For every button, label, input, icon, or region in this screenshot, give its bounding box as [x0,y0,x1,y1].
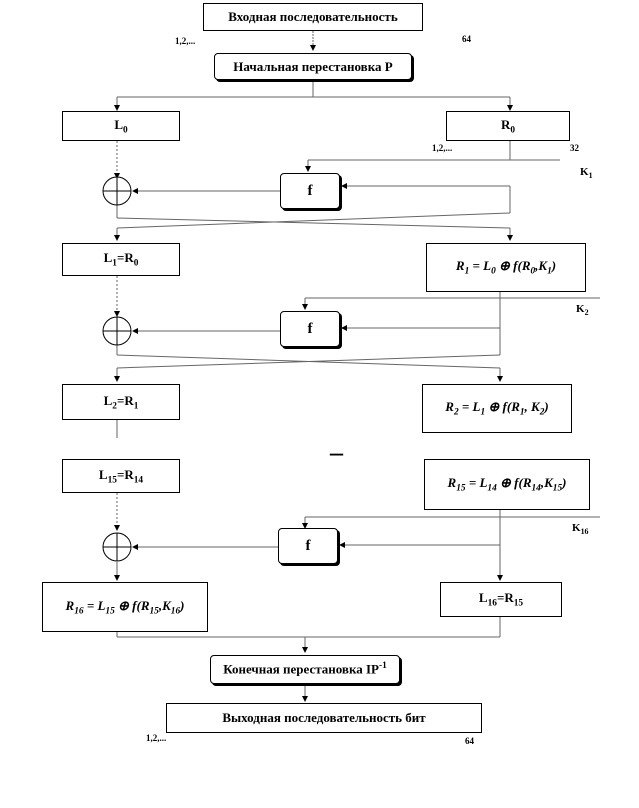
r1-formula: R1 = L0 ⊕ f(R0,K1) [455,258,557,277]
mid-range-start: 1,2,... [432,143,453,153]
input-sequence-label: Входная последовательность [228,9,398,24]
final-permutation-box: Конечная перестановка IP-1 [210,655,400,684]
bottom-range-end: 64 [465,736,474,746]
f-label: f [307,182,313,199]
l16-box: L16=R15 [440,582,562,617]
f-function-box-round2: f [280,311,340,347]
final-permutation-label: Конечная перестановка IP-1 [223,661,387,677]
l1-label: L1=R0 [103,250,139,269]
top-range-end: 64 [462,34,471,44]
ellipsis-dash: – [330,438,343,467]
output-sequence-label: Выходная последовательность бит [222,710,426,725]
l1-box: L1=R0 [62,243,180,276]
r0-box: R0 [446,111,570,141]
r15-formula: R15 = L14 ⊕ f(R14,K15) [447,475,567,494]
f-function-box-round1: f [280,173,340,209]
l16-label: L16=R15 [478,590,524,609]
r2-box: R2 = L1 ⊕ f(R1, K2) [422,384,572,433]
r16-formula: R16 = L15 ⊕ f(R15,K16) [65,597,185,617]
k1-label: K1 [580,166,593,181]
r0-label: R0 [500,116,516,136]
input-sequence-box: Входная последовательность [203,3,423,31]
l2-label: L2=R1 [103,392,139,412]
initial-permutation-label: Начальная перестановка P [233,58,393,74]
bottom-range-start: 1,2,... [146,733,167,743]
initial-permutation-box: Начальная перестановка P [214,53,412,80]
k16-label: K16 [572,522,589,537]
mid-range-end: 32 [570,143,579,153]
f-function-box-round16: f [278,528,338,564]
top-range-start: 1,2,... [175,36,196,46]
f-label: f [305,537,311,554]
l2-box: L2=R1 [62,384,180,420]
l15-label: L15=R14 [98,466,144,486]
f-label: f [307,320,313,337]
r16-box: R16 = L15 ⊕ f(R15,K16) [42,582,208,632]
r2-formula: R2 = L1 ⊕ f(R1, K2) [445,399,549,418]
l15-box: L15=R14 [62,459,180,493]
xor-symbols [102,176,132,562]
l0-box: L0 [62,111,180,141]
output-sequence-box: Выходная последовательность бит [166,703,482,733]
l0-label: L0 [114,116,128,136]
r15-box: R15 = L14 ⊕ f(R14,K15) [424,459,590,510]
k2-label: K2 [576,303,589,318]
r1-box: R1 = L0 ⊕ f(R0,K1) [426,243,586,292]
